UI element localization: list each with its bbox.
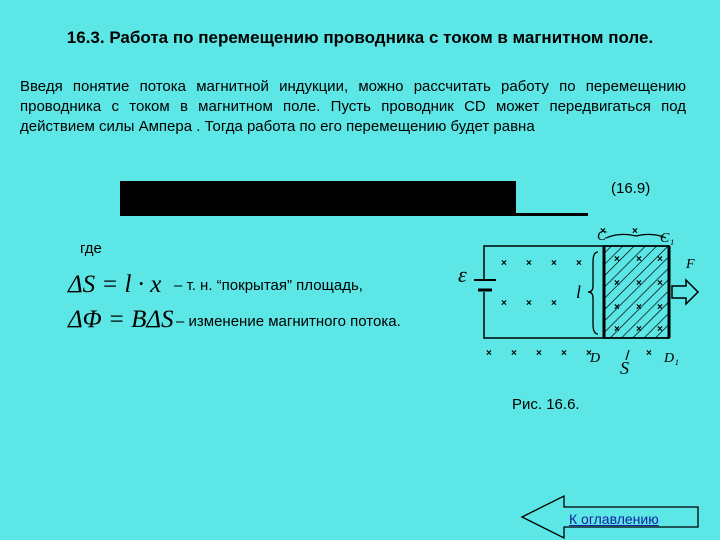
conductor-diagram: ε l × × × × × × × × × × × × × × × × × × × × × × × × × × × C…	[458, 226, 700, 378]
svg-text:×: ×	[526, 258, 532, 269]
table-of-contents-link[interactable]: К оглавлению	[569, 511, 659, 527]
svg-text:×: ×	[657, 254, 663, 265]
svg-text:×: ×	[551, 298, 557, 309]
svg-text:×: ×	[614, 324, 620, 335]
work-formula-image	[120, 181, 516, 216]
svg-text:×: ×	[561, 348, 567, 359]
flux-formula: ΔΦ = BΔS	[68, 306, 174, 333]
svg-text:×: ×	[586, 348, 592, 359]
force-arrow-icon	[671, 278, 700, 306]
svg-text:×: ×	[657, 278, 663, 289]
svg-text:×: ×	[501, 298, 507, 309]
point-d-label: D	[589, 351, 600, 366]
equation-number: (16.9)	[611, 180, 651, 197]
area-formula: ΔS = l · x	[68, 271, 162, 298]
area-s-label: S	[620, 358, 629, 378]
where-label: где	[80, 240, 102, 257]
flux-description: – изменение магнитного потока.	[176, 313, 401, 330]
svg-text:×: ×	[614, 302, 620, 313]
figure-caption: Рис. 16.6.	[512, 396, 580, 413]
svg-text:×: ×	[486, 348, 492, 359]
area-description: – т. н. “покрытая” площадь,	[174, 277, 363, 294]
svg-text:×: ×	[636, 254, 642, 265]
slide-title: 16.3. Работа по перемещению проводника с…	[66, 28, 654, 47]
point-c1-label: C₁	[660, 231, 674, 246]
field-marks: × × × × × × × × × × × × × × × × × × × × × × × × × × ×	[486, 226, 663, 359]
svg-text:×: ×	[657, 302, 663, 313]
svg-text:×: ×	[636, 302, 642, 313]
point-c-label: C	[597, 229, 607, 244]
svg-text:×: ×	[511, 348, 517, 359]
force-label: F	[685, 257, 695, 272]
point-d1-label: D₁	[663, 351, 679, 366]
emf-label: ε	[458, 262, 467, 287]
back-arrow-icon[interactable]	[520, 494, 700, 540]
svg-text:×: ×	[636, 324, 642, 335]
svg-text:×: ×	[600, 226, 606, 237]
formula-underline	[516, 213, 588, 216]
svg-text:×: ×	[646, 348, 652, 359]
svg-text:×: ×	[614, 278, 620, 289]
svg-text:×: ×	[632, 226, 638, 237]
intro-paragraph: Введя понятие потока магнитной индукции,…	[20, 78, 686, 135]
svg-text:×: ×	[657, 324, 663, 335]
length-label: l	[576, 282, 581, 302]
svg-text:×: ×	[636, 278, 642, 289]
svg-text:×: ×	[526, 298, 532, 309]
svg-text:×: ×	[536, 348, 542, 359]
svg-text:×: ×	[614, 254, 620, 265]
svg-text:×: ×	[576, 258, 582, 269]
svg-text:×: ×	[551, 258, 557, 269]
svg-text:×: ×	[501, 258, 507, 269]
